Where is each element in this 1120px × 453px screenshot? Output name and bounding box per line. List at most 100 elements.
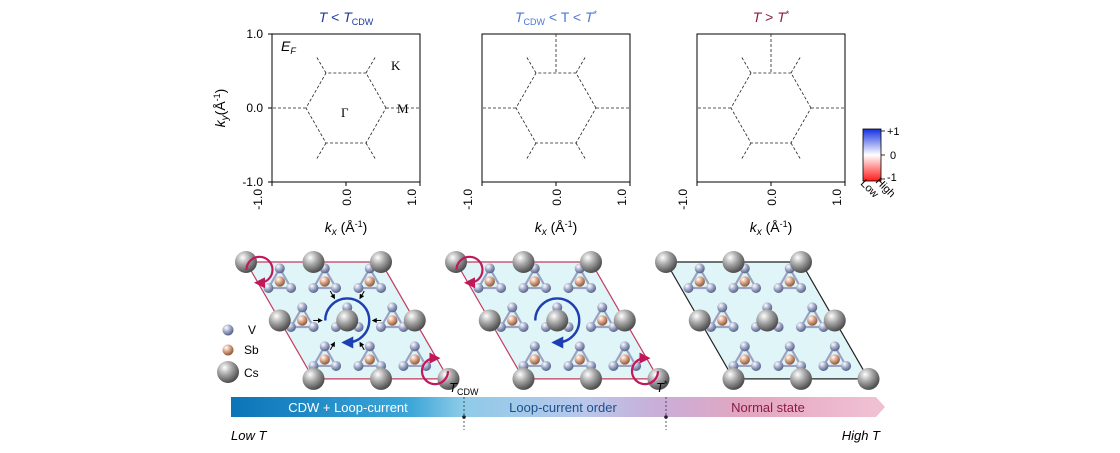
v-atom [585,321,596,332]
sb-atom [574,276,585,287]
cs-atom [546,309,569,332]
v-atom [773,360,784,371]
central-loop-current [534,297,581,349]
low-t-label: Low T [231,428,267,443]
v-bond [379,305,406,329]
sb-atom [829,354,840,365]
sb-atom [784,276,795,287]
legend-sb-label: Sb [244,343,259,357]
high-t-label: High T [842,428,881,443]
v-atom [484,263,495,274]
ef-label: EF [281,38,296,56]
v-atom [274,263,285,274]
y-tick-bottom: -1.0 [242,175,263,189]
v-bond [311,266,338,290]
cs-atom [336,309,359,332]
cs-atom [857,367,880,390]
v-bond [589,305,616,329]
v-atom [773,283,784,294]
x-axis-label-1: kx (Å-1) [325,219,368,238]
marker-tstar: T* [656,379,668,395]
colorbar-tick-bottom: -1 [887,172,897,184]
cs-atom [790,367,812,390]
v-atom [706,283,717,294]
v-atom [694,263,705,274]
cs-atom [370,367,392,390]
corner-loop-current [245,255,274,289]
v-bond [356,344,383,368]
distortion-arrow [359,290,365,300]
v-bond [709,305,736,329]
corner-loop-current [455,255,484,289]
sb-atom [529,276,540,287]
cs-atom [580,367,602,390]
v-bond [476,266,503,290]
v-bond [289,305,316,329]
v-atom [751,360,762,371]
phase-bar-gradient [231,397,876,417]
v-atom [739,341,750,352]
v-atom [574,341,585,352]
x-tick-3-mid: 0.0 [765,189,779,206]
sb-atom [784,354,795,365]
v-atom [518,283,529,294]
cs-atom [370,251,392,273]
phase-segment-cdw: CDW + Loop-current [288,400,408,415]
v-atom [751,283,762,294]
v-atom [297,302,308,313]
y-tick-mid: 0.0 [246,101,263,115]
cs-atom [655,251,677,273]
v-atom [387,302,398,313]
sb-atom [807,315,818,326]
v-atom [263,283,274,294]
cs-atom [823,309,846,332]
arpes-map-2 [481,33,631,183]
v-atom [409,341,420,352]
v-bond [566,266,593,290]
v-atom [818,360,829,371]
lattice-panel-1 [235,251,460,390]
v-bond [266,266,293,290]
sb-atom [409,354,420,365]
lattice-panel-3 [655,251,880,390]
corner-loop-current [630,352,660,386]
cs-atom [722,251,745,273]
legend-sb-marker [222,344,234,356]
cs-atom [790,251,812,273]
v-atom [376,283,387,294]
v-bond [356,266,383,290]
v-bond [521,266,548,290]
cs-atom [235,251,257,273]
sb-atom [717,315,728,326]
cs-atom [478,309,501,332]
axes: 1.0 0.0 -1.0 ky(Å-1) -1.0 0.0 1.0 -1.0 0… [212,27,846,238]
arpes-map-3 [696,33,846,183]
v-bond [686,266,713,290]
v-bond [731,266,758,290]
sb-atom [387,315,398,326]
arpes-map-1: EF K M Γ [271,33,421,183]
v-atom [375,321,386,332]
x-tick-1-right: 1.0 [405,189,419,206]
sb-atom [574,354,585,365]
marker-tcdw: TCDW [449,380,479,397]
corner-loop-current [420,352,450,386]
v-atom [507,302,518,313]
v-atom [364,341,375,352]
x-tick-2-left: -1.0 [461,189,475,210]
cs-atom [302,367,325,390]
v-bond [776,344,803,368]
v-atom [541,360,552,371]
cs-atom [722,367,745,390]
v-atom [518,321,529,332]
v-atom [784,341,795,352]
v-atom [796,283,807,294]
sb-atom [529,354,540,365]
colorbar-tick-top: +1 [887,126,900,138]
m-point-label: M [397,101,409,116]
sb-atom [619,354,630,365]
legend-cs-label: Cs [244,366,259,380]
v-atom [608,360,619,371]
v-atom [331,283,342,294]
